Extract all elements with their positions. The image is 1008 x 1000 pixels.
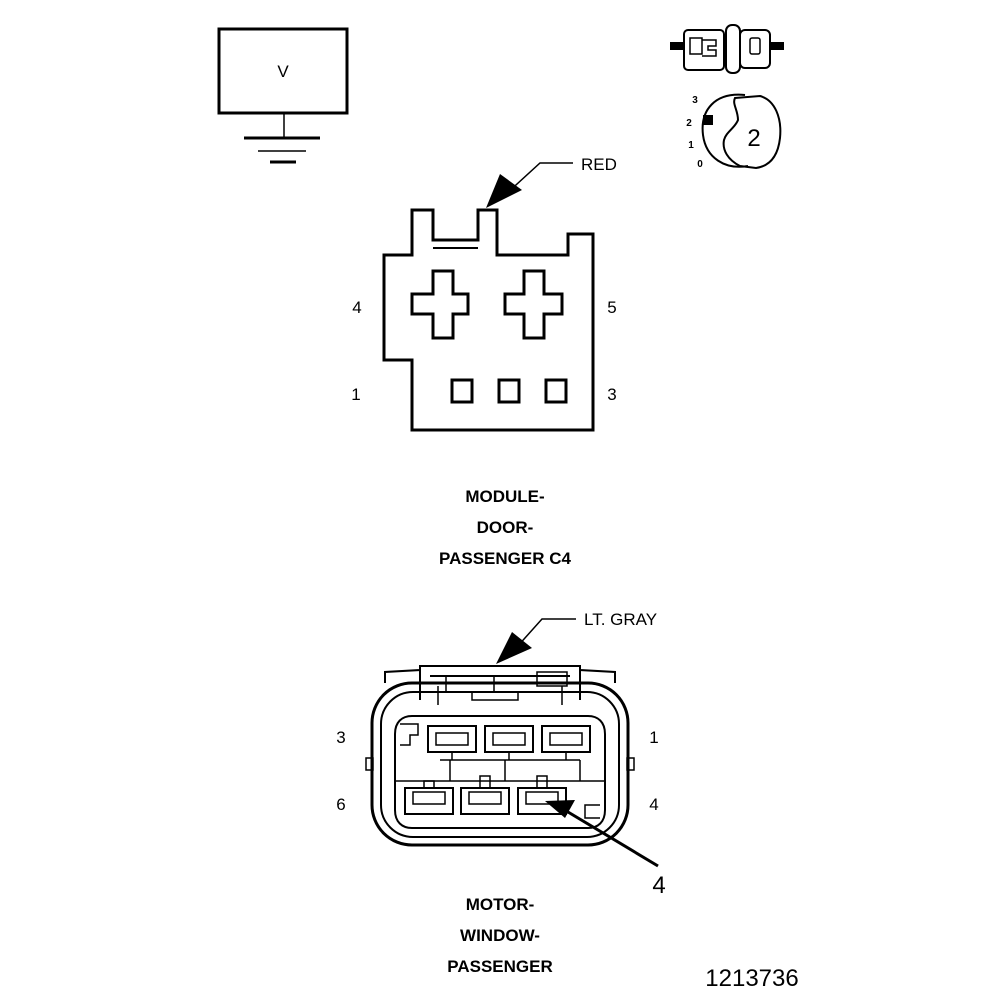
pin-label-3: 3 — [607, 385, 616, 404]
pin-label-1: 1 — [351, 385, 360, 404]
terminal-2 — [484, 725, 534, 753]
color-label-ltgray: LT. GRAY — [584, 610, 657, 629]
pin-cavity-5 — [503, 269, 564, 340]
voltmeter-symbol: V — [217, 27, 349, 115]
color-callout-red: RED — [486, 155, 617, 208]
key-position-3: 3 — [692, 95, 698, 106]
key-position-0: 0 — [697, 159, 703, 170]
pin-label-4: 4 — [352, 298, 361, 317]
key-position-2: 2 — [686, 118, 692, 129]
key-position-1: 1 — [688, 140, 694, 151]
motor-title-line-3: PASSENGER — [447, 957, 553, 976]
pin-cavity-1 — [450, 378, 474, 404]
terminal-3 — [427, 725, 477, 753]
connector-c4-title: MODULE- DOOR- PASSENGER C4 — [439, 487, 571, 568]
c4-title-line-1: MODULE- — [465, 487, 544, 506]
pin-label-6: 6 — [336, 795, 345, 814]
pin-label-4: 4 — [649, 795, 658, 814]
pin-cavity-4 — [410, 269, 470, 340]
ignition-key-icon: 3 2 1 0 2 — [686, 93, 782, 170]
ground-icon — [244, 113, 320, 164]
pin-label-3: 3 — [336, 728, 345, 747]
motor-title-line-1: MOTOR- — [466, 895, 535, 914]
pin-cavity-2 — [497, 378, 521, 404]
connector-motor: LT. GRAY 4 3 1 6 4 — [336, 610, 665, 899]
pin-label-5: 5 — [607, 298, 616, 317]
connector-c4: RED 4 5 1 3 — [351, 155, 617, 432]
connector-pair-icon — [670, 24, 784, 74]
c4-title-line-3: PASSENGER C4 — [439, 549, 571, 568]
pin-label-1: 1 — [649, 728, 658, 747]
voltmeter-label: V — [277, 62, 289, 81]
color-callout-ltgray: LT. GRAY — [496, 610, 657, 664]
key-position-selected: 2 — [747, 125, 760, 152]
motor-title-line-2: WINDOW- — [460, 926, 540, 945]
terminal-1 — [541, 725, 591, 753]
callout-arrow: 4 — [545, 800, 666, 899]
callout-number: 4 — [652, 872, 665, 899]
color-label-red: RED — [581, 155, 617, 174]
figure-id: 1213736 — [705, 965, 798, 992]
connector-motor-title: MOTOR- WINDOW- PASSENGER — [447, 895, 553, 976]
pin-cavity-3 — [544, 378, 568, 404]
c4-title-line-2: DOOR- — [477, 518, 534, 537]
